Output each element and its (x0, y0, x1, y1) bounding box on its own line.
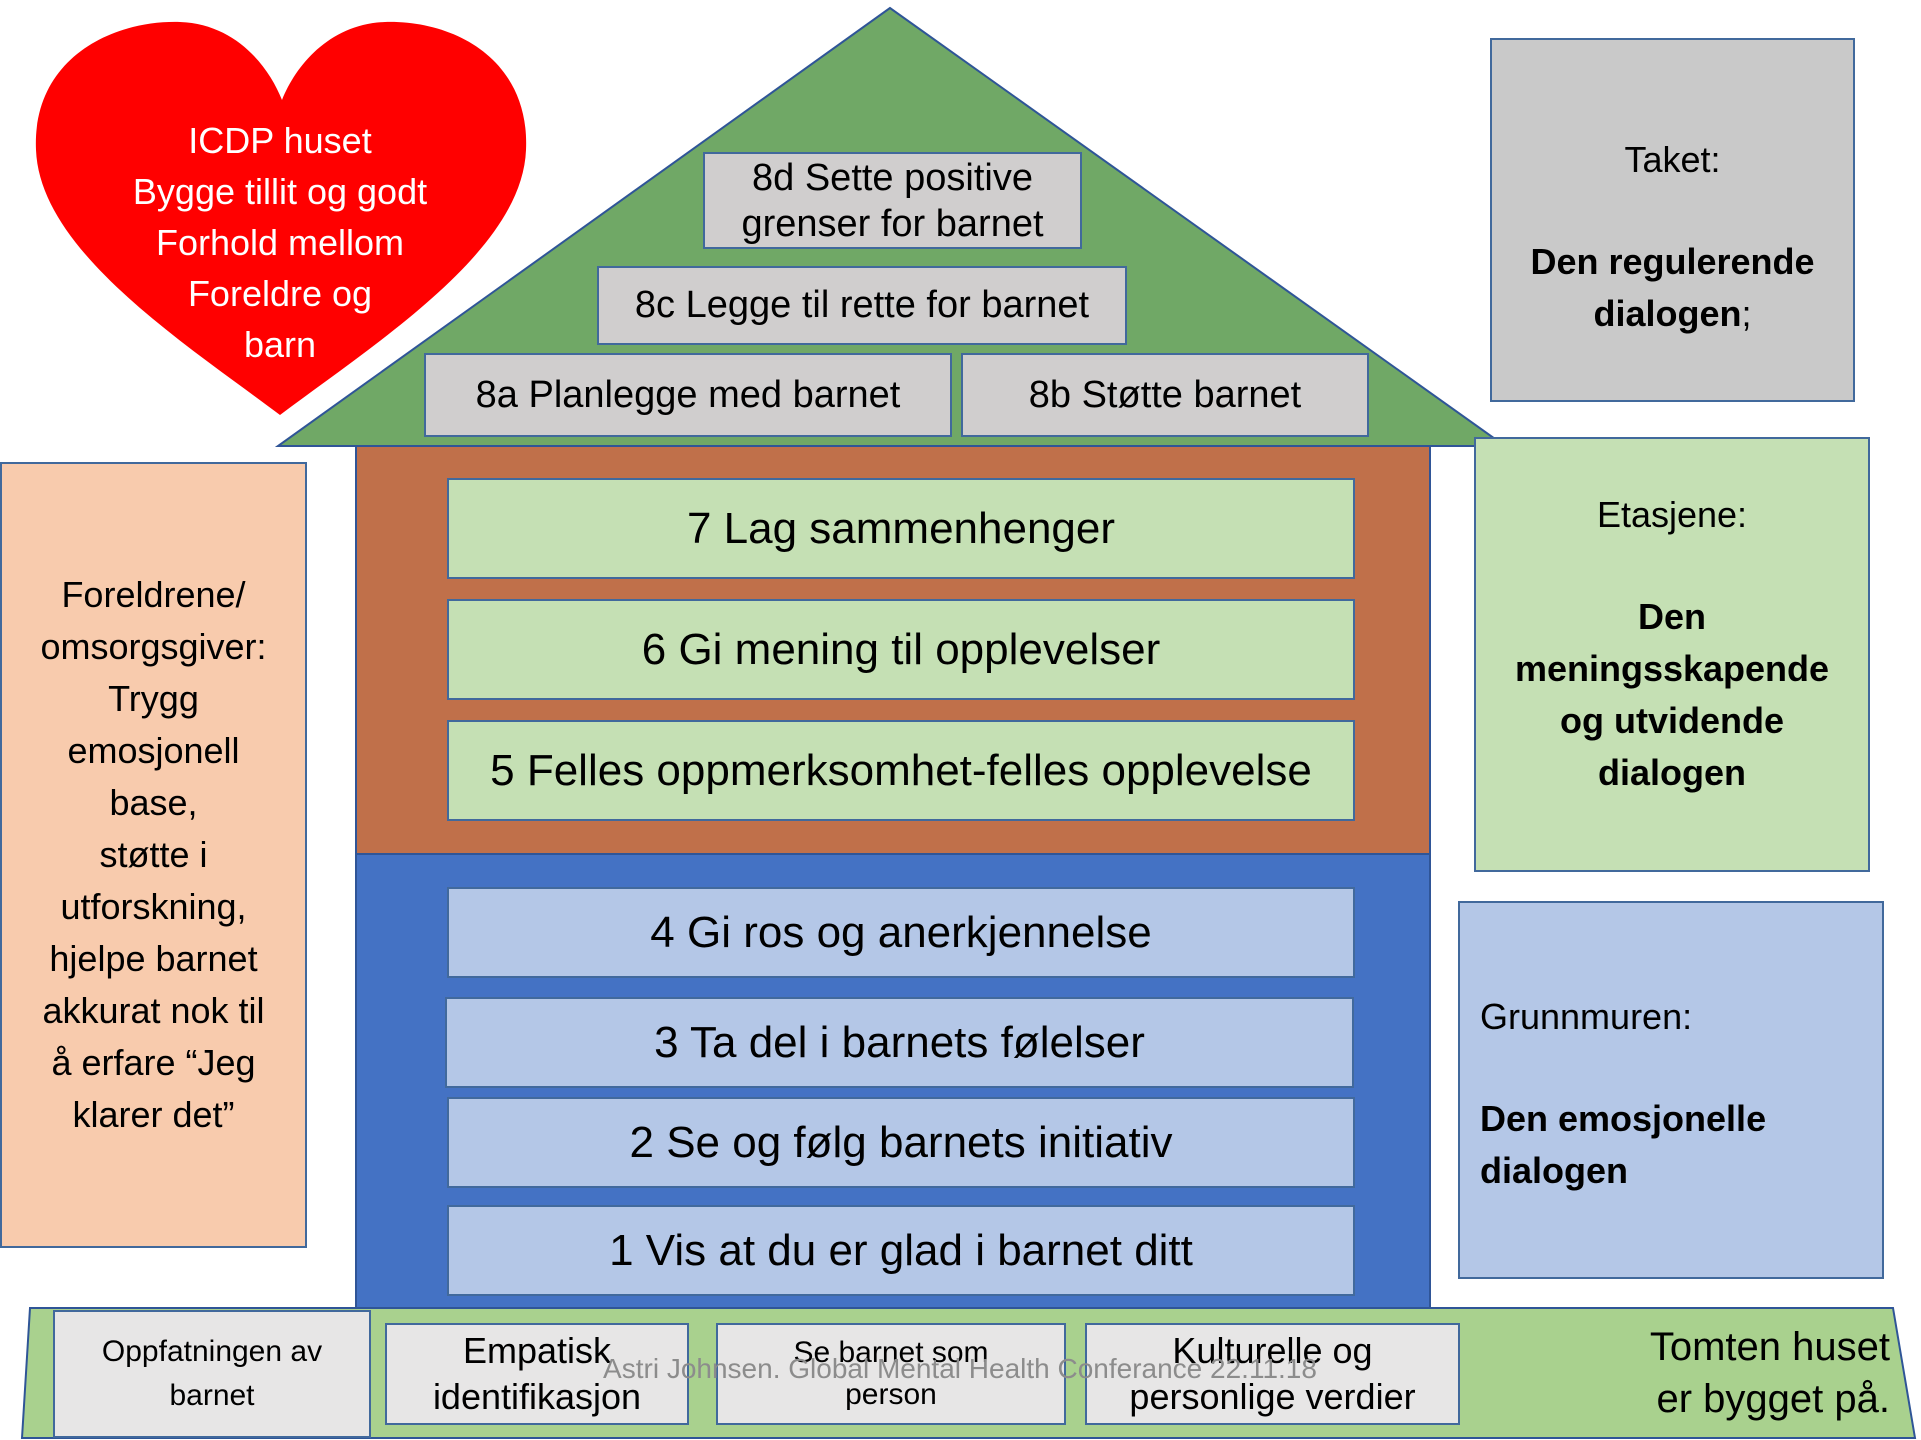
ground-tile-empatisk: Empatisk identifikasjon (385, 1323, 689, 1425)
grunnmuren-label: Grunnmuren: (1480, 996, 1693, 1037)
left-panel-line: Trygg (108, 678, 199, 719)
right-panel-etasjene: Etasjene: Den meningsskapende og utviden… (1474, 437, 1870, 872)
ground-caption-line: er bygget på. (1656, 1377, 1891, 1421)
roof-tile-8d: 8d Sette positive grenser for barnet (703, 152, 1082, 249)
etasjene-bold-line: dialogen (1597, 752, 1746, 793)
floor-row-3: 3 Ta del i barnets følelser (445, 997, 1354, 1088)
floor-row-7: 7 Lag sammenhenger (447, 478, 1355, 579)
heart-line: barn (243, 324, 317, 365)
heart-line: Forhold mellom (155, 222, 405, 263)
left-panel-line: klarer det” (72, 1094, 235, 1135)
etasjene-description: Den meningsskapende og utvidende dialoge… (1476, 591, 1868, 799)
left-panel: Foreldrene/ omsorgsgiver: Trygg emosjone… (0, 462, 307, 1248)
left-panel-line: Foreldrene/ (61, 574, 246, 615)
grunnmuren-description: Den emosjonelle dialogen (1480, 1093, 1766, 1197)
heart-line: Bygge tillit og godt (132, 171, 428, 212)
ground-caption: Tomten huset er bygget på. (1600, 1321, 1890, 1425)
etasjene-bold-line: meningsskapende (1514, 648, 1830, 689)
left-panel-line: å erfare “Jeg (51, 1042, 256, 1083)
roof-tile-8d-line: grenser for barnet (741, 202, 1044, 245)
ground-tile-line: Empatisk (462, 1330, 612, 1371)
left-panel-line: omsorgsgiver: (40, 626, 267, 667)
ground-tile-line: identifikasjon (432, 1376, 642, 1417)
etasjene-bold-line: og utvidende (1560, 700, 1784, 741)
ground-tile-oppfatningen: Oppfatningen av barnet (53, 1310, 371, 1438)
left-panel-line: akkurat nok til (42, 990, 265, 1031)
grunnmuren-bold-line: Den emosjonelle (1480, 1098, 1767, 1139)
floor-row-2: 2 Se og følg barnets initiativ (447, 1097, 1355, 1188)
right-panel-taket: Taket: Den regulerende dialogen; (1490, 38, 1855, 402)
floor-row-5: 5 Felles oppmerksomhet-felles opplevelse (447, 720, 1355, 821)
ground-tile-line: person (845, 1378, 937, 1411)
ground-tile-line: barnet (169, 1379, 255, 1412)
roof-tile-8b: 8b Støtte barnet (961, 353, 1369, 437)
heart-shape (35, 21, 527, 415)
taket-description: Den regulerende dialogen; (1492, 236, 1853, 340)
ground-tile-kulturelle: Kulturelle og personlige verdier (1085, 1323, 1460, 1425)
ground-tile-line: Kulturelle og (1172, 1330, 1373, 1371)
taket-bold-line: Den regulerende (1530, 241, 1815, 282)
floor-row-1: 1 Vis at du er glad i barnet ditt (447, 1205, 1355, 1296)
ground-tile-line: Se barnet som (793, 1336, 989, 1369)
heart-line: ICDP huset (188, 120, 372, 161)
left-panel-line: hjelpe barnet (49, 938, 258, 979)
roof-tile-8a: 8a Planlegge med barnet (424, 353, 952, 437)
roof-tile-8c: 8c Legge til rette for barnet (597, 266, 1127, 345)
ground-caption-line: Tomten huset (1649, 1325, 1890, 1369)
ground-tile-line: personlige verdier (1129, 1376, 1416, 1417)
etasjene-label: Etasjene: (1596, 494, 1748, 535)
taket-label: Taket: (1624, 139, 1721, 180)
ground-tile-se-barnet: Se barnet som person (716, 1323, 1066, 1425)
left-panel-line: base, (109, 782, 198, 823)
footer-credit: Astri Johnsen. Global Mental Health Conf… (603, 1353, 1317, 1384)
left-panel-line: emosjonell (67, 730, 240, 771)
floor-row-4: 4 Gi ros og anerkjennelse (447, 887, 1355, 978)
left-panel-line: støtte i (99, 834, 208, 875)
etasjene-bold-line: Den (1637, 596, 1706, 637)
taket-suffix: ; (1741, 293, 1752, 334)
taket-bold-line: dialogen (1593, 293, 1742, 334)
right-panel-grunnmuren: Grunnmuren: Den emosjonelle dialogen (1458, 901, 1884, 1279)
roof-tile-8d-line: 8d Sette positive (752, 156, 1033, 199)
heart-text: ICDP huset Bygge tillit og godt Forhold … (95, 115, 465, 370)
heart-line: Foreldre og (187, 273, 373, 314)
ground-tile-line: Oppfatningen av (101, 1335, 323, 1368)
left-panel-line: utforskning, (60, 886, 247, 927)
floor-row-6: 6 Gi mening til opplevelser (447, 599, 1355, 700)
grunnmuren-bold-line: dialogen (1480, 1150, 1629, 1191)
